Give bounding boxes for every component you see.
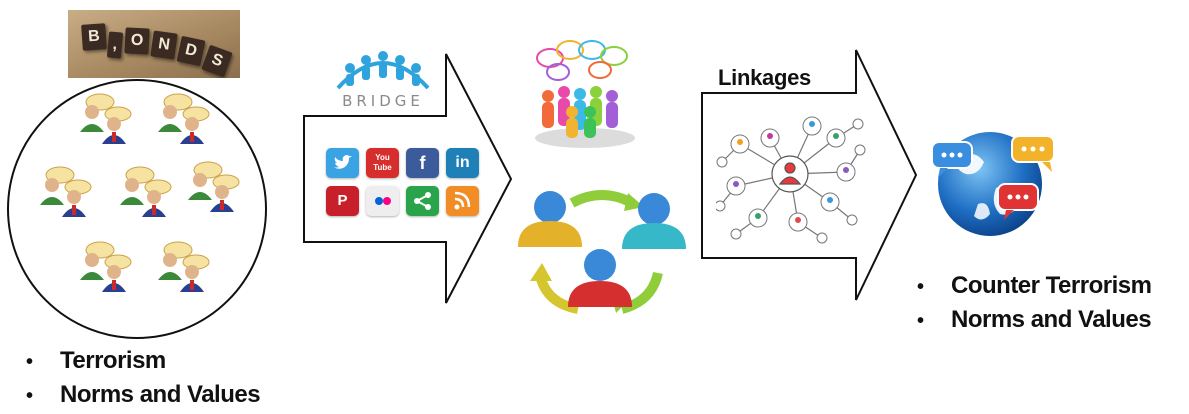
linkedin-icon: in: [446, 148, 479, 178]
people-pair-icon: [157, 241, 210, 293]
left-bullet-list: • Terrorism • Norms and Values: [26, 344, 261, 412]
list-item: • Terrorism: [26, 344, 260, 378]
globe-chat-icon: [931, 132, 1055, 236]
bullet: •: [917, 276, 924, 298]
discussion-group-icon: [535, 40, 635, 148]
flickr-icon: [366, 186, 399, 216]
people-pair-icon: [79, 241, 132, 293]
bonds-tiles-image: B , O N D S: [68, 10, 240, 78]
bullet: •: [26, 351, 33, 373]
list-item-text: Counter Terrorism: [951, 272, 1152, 299]
social-media-grid: You Tube f in P: [322, 146, 482, 220]
network-linkages-icon: [716, 116, 866, 244]
right-bullet-list: • Counter Terrorism • Norms and Values: [917, 269, 1152, 337]
people-pair-icon: [39, 166, 92, 218]
pinterest-icon: P: [326, 186, 359, 216]
list-item-text: Norms and Values: [951, 306, 1152, 333]
list-item-text: Norms and Values: [60, 381, 261, 408]
people-pair-icon: [119, 166, 172, 218]
people-pair-icon: [187, 161, 240, 213]
rss-icon: [446, 186, 479, 216]
people-pair-icon: [157, 93, 210, 145]
arrow-2: [701, 49, 918, 301]
bullet: •: [917, 310, 924, 332]
twitter-icon: [326, 148, 359, 178]
list-item: • Counter Terrorism: [917, 269, 1152, 303]
people-pair-icon: [79, 93, 132, 145]
list-item-text: Terrorism: [60, 347, 166, 374]
facebook-icon: f: [406, 148, 439, 178]
list-item: • Norms and Values: [917, 303, 1152, 337]
collaboration-cycle-icon: [518, 190, 686, 314]
bullet: •: [26, 385, 33, 407]
bridge-logo-label: BRIDGE: [342, 92, 424, 110]
youtube-icon: You Tube: [366, 148, 399, 178]
arrow-1: [303, 53, 513, 304]
share-icon: [406, 186, 439, 216]
list-item: • Norms and Values: [26, 378, 261, 412]
bridge-logo-icon: [336, 51, 430, 90]
linkages-label: Linkages: [718, 65, 811, 90]
